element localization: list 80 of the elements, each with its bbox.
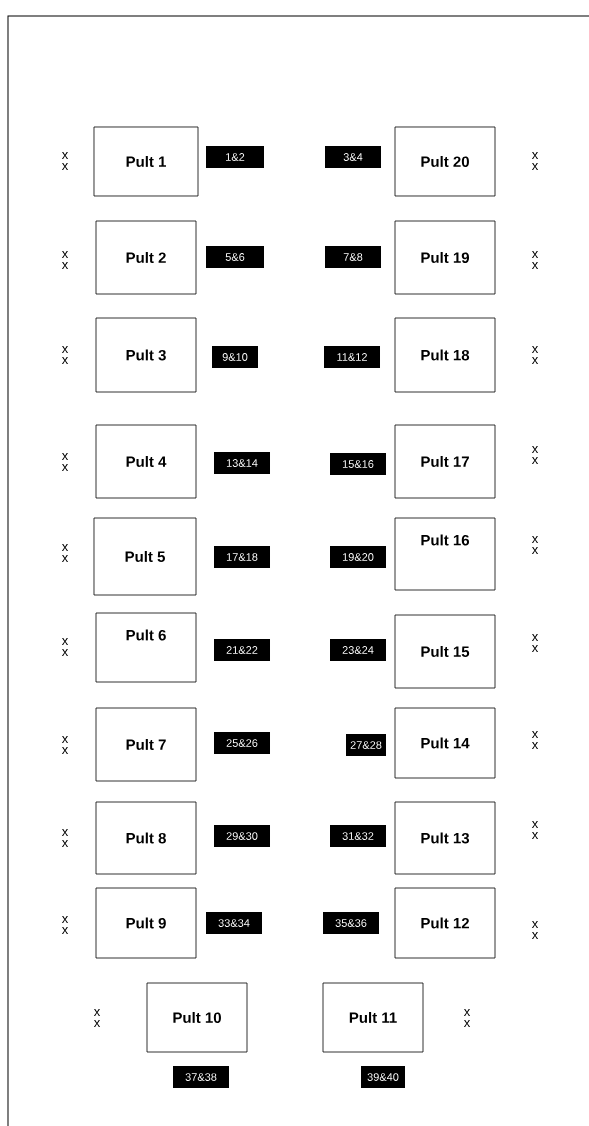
desk-label: Pult 5 [125, 551, 165, 562]
desk-label: Pult 16 [421, 534, 470, 546]
desk-box [394, 887, 496, 959]
seat-tag: 15&16 [330, 453, 386, 475]
desk-box [95, 317, 197, 393]
desk-label: Pult 7 [126, 739, 166, 750]
desk-label: Pult 11 [349, 1012, 397, 1023]
desk-label: Pult 10 [173, 1012, 221, 1023]
desk-box [95, 801, 197, 875]
desk-box [95, 612, 197, 683]
desk-box [394, 126, 496, 197]
seat-marks: x x [61, 453, 69, 471]
desk-label: Pult 9 [126, 917, 166, 929]
seat-tag: 7&8 [325, 246, 381, 268]
seat-tag: 17&18 [214, 546, 270, 568]
desk-label: Pult 20 [421, 156, 469, 167]
desk-box [394, 614, 496, 689]
desk-label: Pult 6 [126, 629, 166, 641]
seat-tag: 25&26 [214, 732, 270, 754]
desk-label: Pult 15 [421, 646, 470, 657]
seat-marks: x x [93, 1009, 101, 1027]
seat-tag: 39&40 [361, 1066, 405, 1088]
desk-box [93, 126, 199, 197]
seat-marks: x x [61, 829, 69, 847]
desk-box [394, 424, 496, 499]
seat-tag: 27&28 [346, 734, 386, 756]
desk-label: Pult 1 [126, 156, 166, 167]
seat-tag: 1&2 [206, 146, 264, 168]
seat-marks: x x [463, 1009, 471, 1027]
desk-box [394, 517, 496, 591]
seat-tag: 5&6 [206, 246, 264, 268]
seat-marks: x x [531, 536, 539, 554]
seat-marks: x x [61, 346, 69, 364]
seat-marks: x x [531, 346, 539, 364]
seat-tag: 31&32 [330, 825, 386, 847]
desk-label: Pult 17 [421, 456, 469, 467]
desk-label: Pult 4 [126, 456, 167, 467]
desk-label: Pult 2 [126, 252, 166, 263]
desk-box [95, 424, 197, 499]
seat-marks: x x [61, 544, 69, 562]
seat-tag: 13&14 [214, 452, 270, 474]
seat-tag: 3&4 [325, 146, 381, 168]
seat-marks: x x [61, 638, 69, 656]
seat-marks: x x [531, 152, 539, 170]
seat-tag: 23&24 [330, 639, 386, 661]
desk-box [322, 982, 424, 1053]
seat-tag: 21&22 [214, 639, 270, 661]
desk-label: Pult 14 [421, 737, 470, 749]
seat-tag: 29&30 [214, 825, 270, 847]
seat-tag: 35&36 [323, 912, 379, 934]
desk-label: Pult 19 [421, 252, 469, 263]
desk-box [394, 707, 496, 779]
desk-box [95, 887, 197, 959]
seat-marks: x x [531, 731, 539, 749]
seat-marks: x x [531, 446, 539, 464]
desk-box [95, 707, 197, 782]
seat-marks: x x [61, 251, 69, 269]
seat-marks: x x [61, 736, 69, 754]
desk-label: Pult 13 [421, 832, 470, 844]
seat-marks: x x [61, 916, 69, 934]
desk-box [146, 982, 248, 1053]
seat-tag: 9&10 [212, 346, 258, 368]
desk-box [394, 317, 496, 393]
seat-marks: x x [531, 251, 539, 269]
seat-tag: 37&38 [173, 1066, 229, 1088]
desk-box [93, 517, 197, 596]
desk-box [394, 801, 496, 875]
desk-label: Pult 12 [421, 917, 469, 929]
seat-marks: x x [531, 634, 539, 652]
seat-marks: x x [531, 821, 539, 839]
desk-label: Pult 18 [421, 349, 470, 361]
seat-marks: x x [531, 921, 539, 939]
desk-box [394, 220, 496, 295]
desk-label: Pult 8 [126, 832, 166, 844]
seat-tag: 33&34 [206, 912, 262, 934]
desk-label: Pult 3 [126, 349, 166, 361]
seat-tag: 19&20 [330, 546, 386, 568]
seat-marks: x x [61, 152, 69, 170]
seat-tag: 11&12 [324, 346, 380, 368]
desk-box [95, 220, 197, 295]
